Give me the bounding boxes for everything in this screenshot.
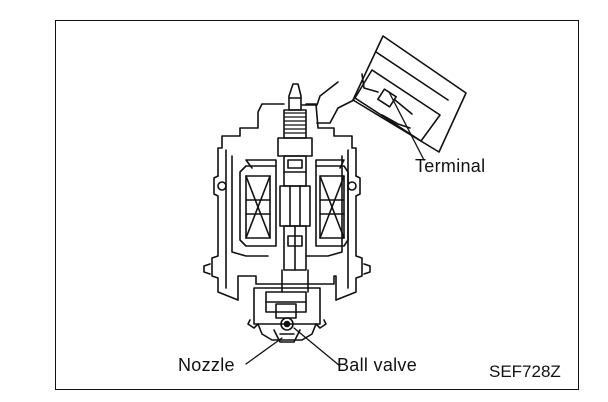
terminal-connector [301, 35, 467, 153]
solenoid-coil-left [239, 159, 277, 247]
injector-body [203, 103, 371, 301]
armature-core [277, 137, 313, 271]
ball-valve [280, 317, 294, 331]
ball-valve-label: Ball valve [337, 355, 418, 375]
nozzle-tip [273, 329, 301, 343]
figure-code-label: SEF728Z [489, 362, 561, 381]
injector-inlet-tip [283, 83, 307, 139]
terminal-label: Terminal [415, 156, 486, 176]
figure-frame [55, 20, 579, 390]
solenoid-coil-right [315, 159, 349, 247]
nozzle-label: Nozzle [178, 355, 235, 375]
leader-lines [245, 91, 425, 367]
